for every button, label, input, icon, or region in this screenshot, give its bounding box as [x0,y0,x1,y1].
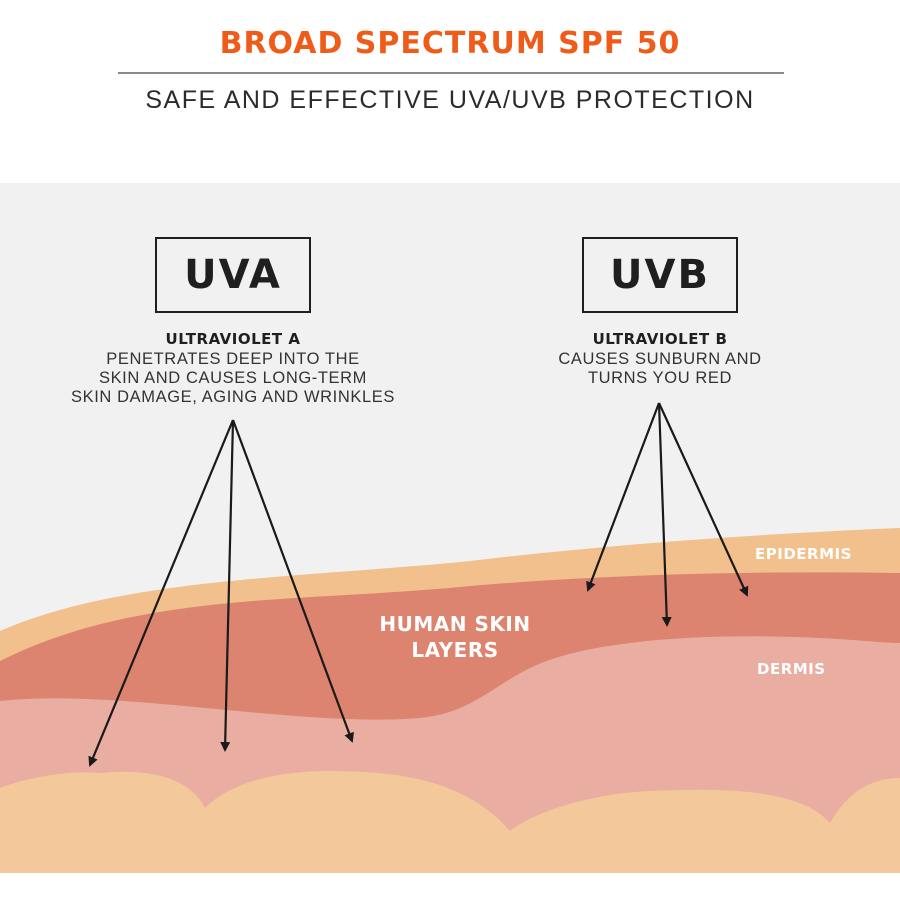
human-skin-layers-label: HUMAN SKIN LAYERS [355,611,555,663]
uvb-arrow-icon [657,402,672,627]
uva-description-line: SKIN DAMAGE, AGING AND WRINKLES [71,388,395,406]
human-skin-label-line: HUMAN SKIN [379,612,531,636]
skin-layers-illustration [0,183,900,873]
uva-description-line: PENETRATES DEEP INTO THE [106,350,360,368]
uvb-description: CAUSES SUNBURN AND TURNS YOU RED [510,350,810,388]
uva-arrow-icon [231,419,354,743]
uva-arrows [88,419,354,767]
uvb-name: ULTRAVIOLET B [592,330,728,348]
uvb-description-line: TURNS YOU RED [587,369,733,387]
uva-box: UVA [155,237,311,313]
human-skin-label-line: LAYERS [411,638,499,662]
uvb-arrow-icon [658,402,749,597]
title-divider [118,72,784,74]
uvb-arrow-icon [586,402,661,592]
uva-arrow-icon [220,419,235,752]
skin-diagram [0,183,900,873]
subcutaneous-layer [0,771,900,873]
uvb-arrows [586,402,749,627]
dermis-label: DERMIS [757,660,826,678]
page-title: BROAD SPECTRUM SPF 50 [219,26,681,61]
page-subtitle: SAFE AND EFFECTIVE UVA/UVB PROTECTION [145,86,755,114]
uva-name: ULTRAVIOLET A [165,330,301,348]
epidermis-label: EPIDERMIS [755,545,852,563]
uva-description: PENETRATES DEEP INTO THE SKIN AND CAUSES… [63,350,403,407]
uva-description-line: SKIN AND CAUSES LONG-TERM [98,369,368,387]
uvb-description-line: CAUSES SUNBURN AND [558,350,762,368]
uvb-box: UVB [582,237,738,313]
uva-arrow-icon [88,419,235,767]
